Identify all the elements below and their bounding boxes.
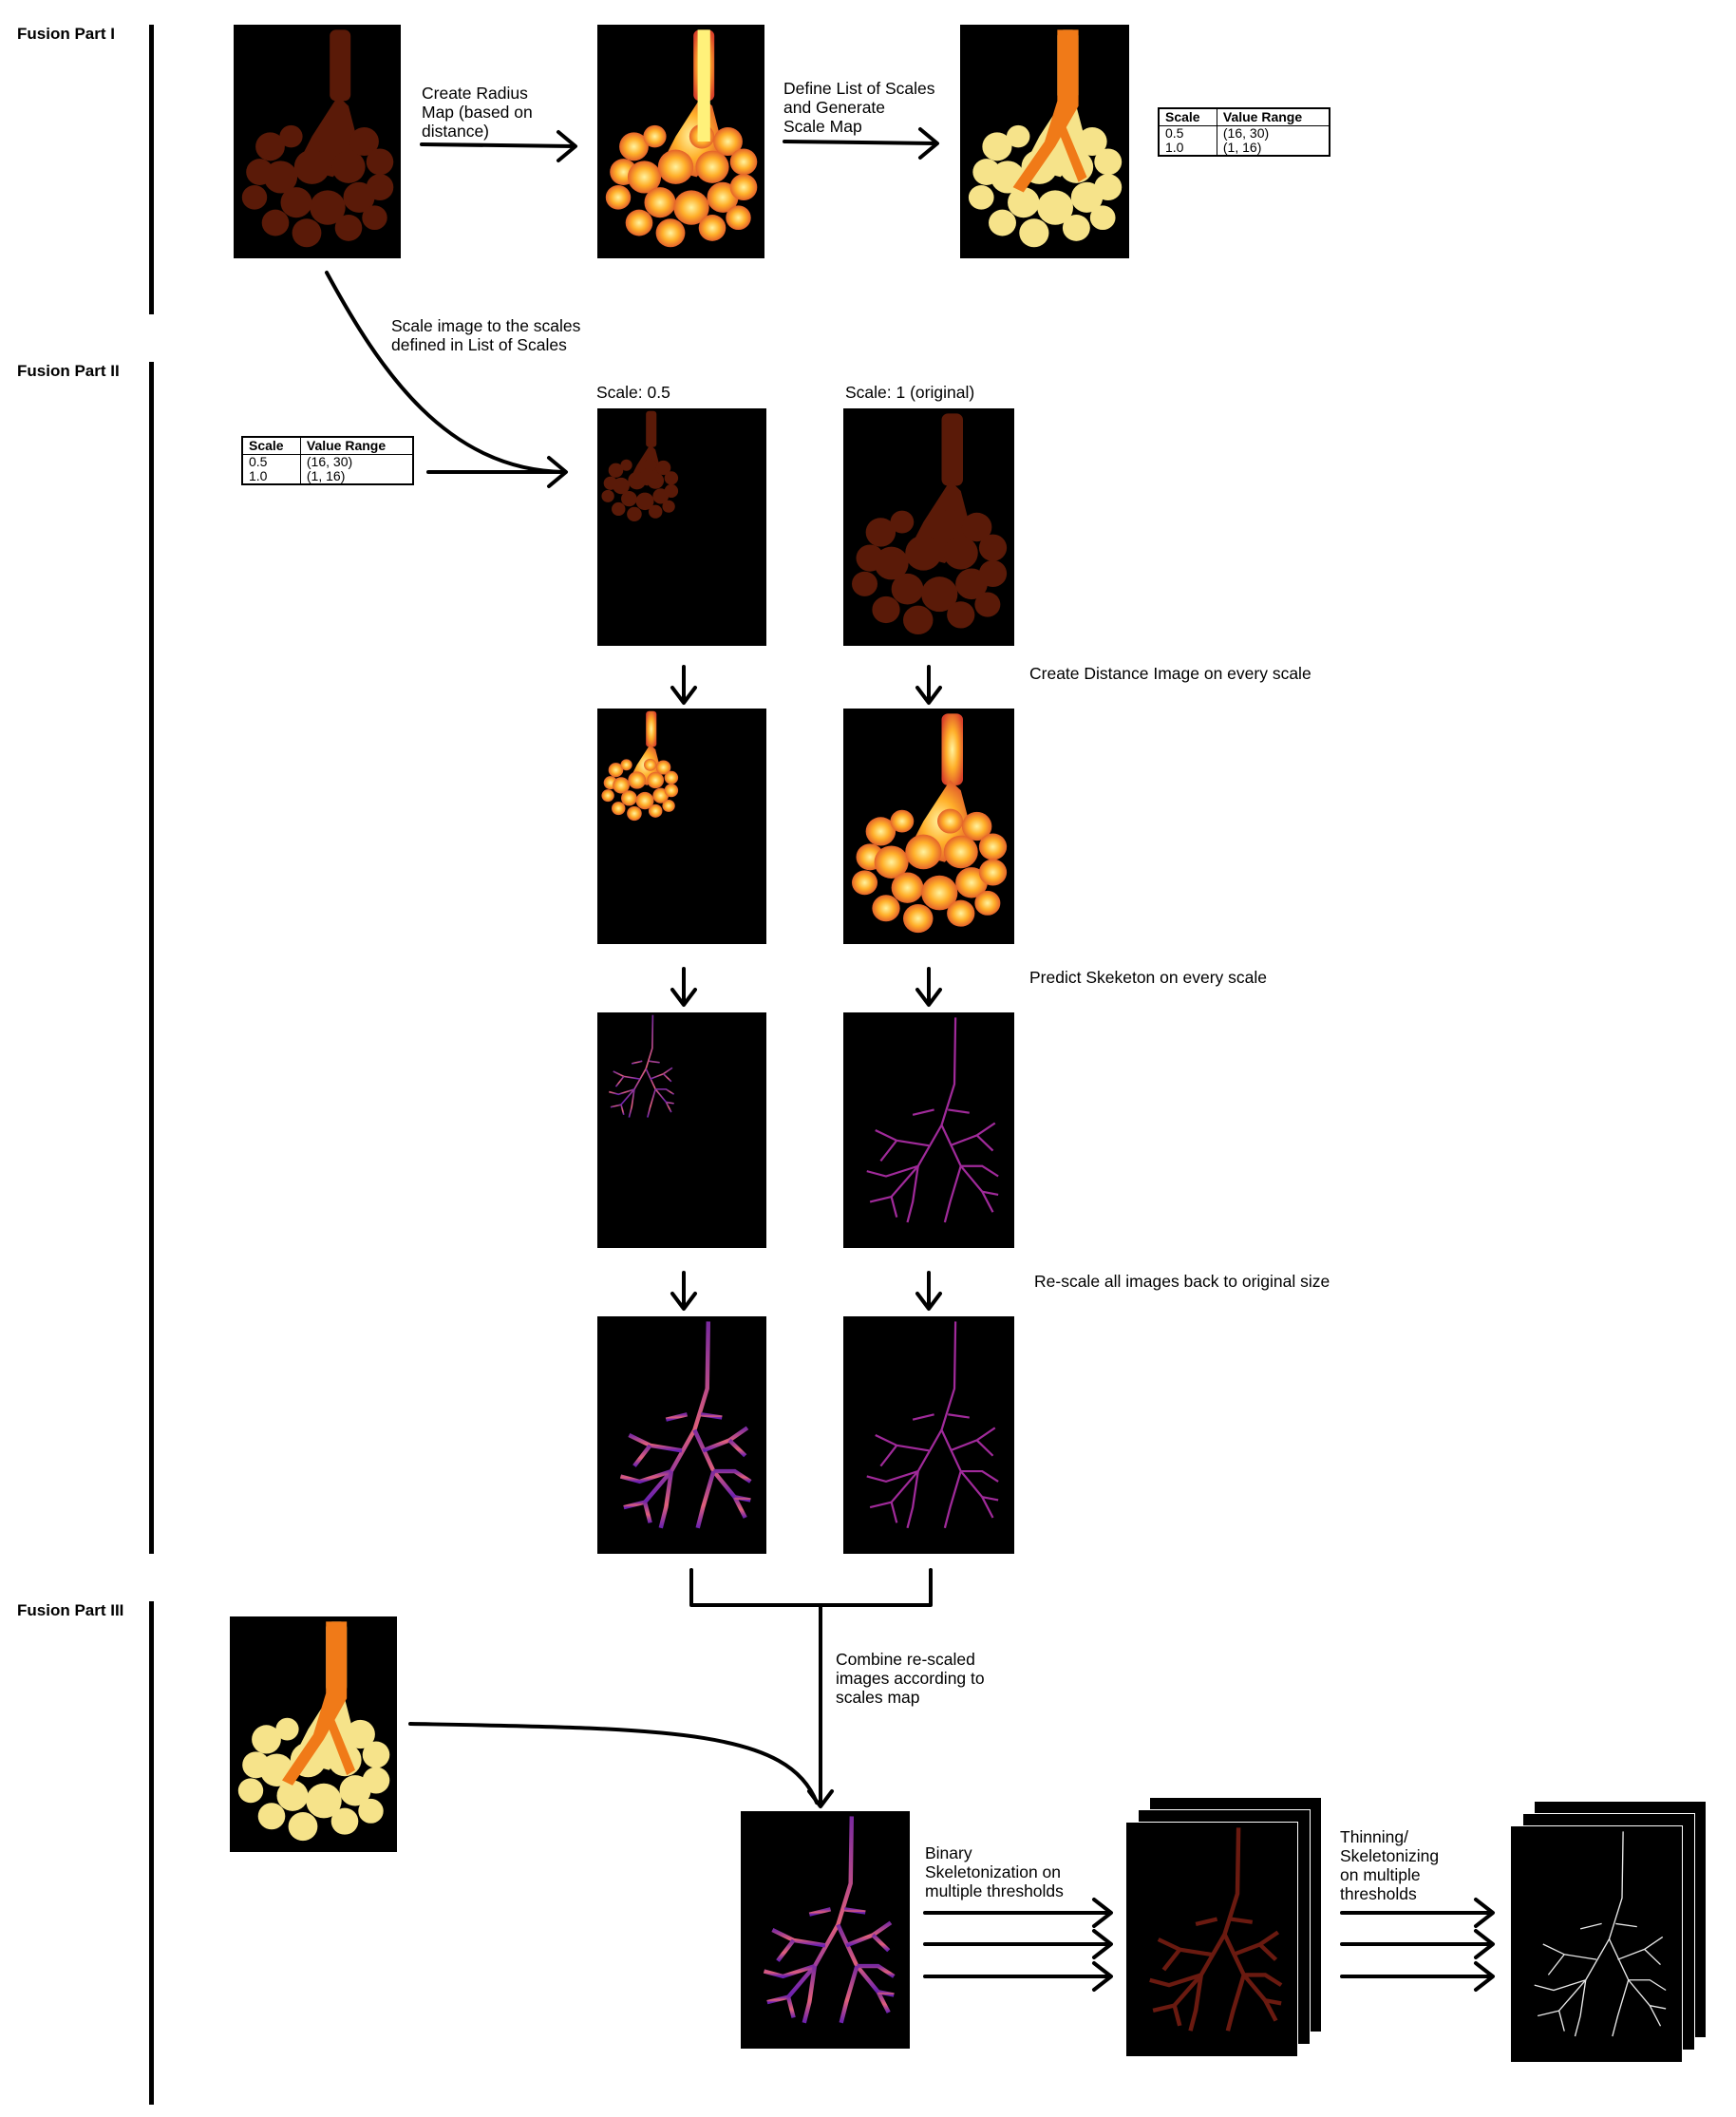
combine-bracket: [689, 1568, 933, 1607]
section-bar-part1: [149, 25, 154, 314]
rescaled-half-image: [597, 1316, 766, 1554]
column-label-full: Scale: 1 (original): [845, 383, 975, 402]
scale-map-image-part3: [230, 1616, 397, 1852]
section-bar-part2: [149, 362, 154, 1554]
skeleton-half-image: [597, 1012, 766, 1248]
thinning-stack-front: [1510, 1825, 1683, 2063]
column-label-half: Scale: 0.5: [596, 383, 670, 402]
arrow-to-scale-map: [783, 140, 937, 145]
binary-stack-front: [1125, 1822, 1298, 2057]
scale-map-image: [960, 25, 1129, 258]
distance-full-image: [843, 709, 1014, 944]
section-bar-part3: [149, 1601, 154, 2105]
curve-scale-map: [408, 1722, 819, 1805]
distance-half-image: [597, 709, 766, 944]
scaled-full-image: [843, 408, 1014, 646]
radius-map-image: [597, 25, 764, 258]
rescale-step-label: Re-scale all images back to original siz…: [1034, 1272, 1330, 1291]
predict-step-label: Predict Skeketon on every scale: [1029, 968, 1267, 987]
arrow-to-radius-map: [420, 142, 576, 148]
combined-image: [741, 1811, 910, 2049]
distance-step-label: Create Distance Image on every scale: [1029, 664, 1311, 683]
section-title-part3: Fusion Part III: [17, 1601, 124, 1619]
input-lung-image: [234, 25, 401, 258]
section-title-part2: Fusion Part II: [17, 362, 120, 380]
scaled-half-image: [597, 408, 766, 646]
rescaled-full-image: [843, 1316, 1014, 1554]
section-title-part1: Fusion Part I: [17, 25, 115, 43]
skeleton-full-image: [843, 1012, 1014, 1248]
